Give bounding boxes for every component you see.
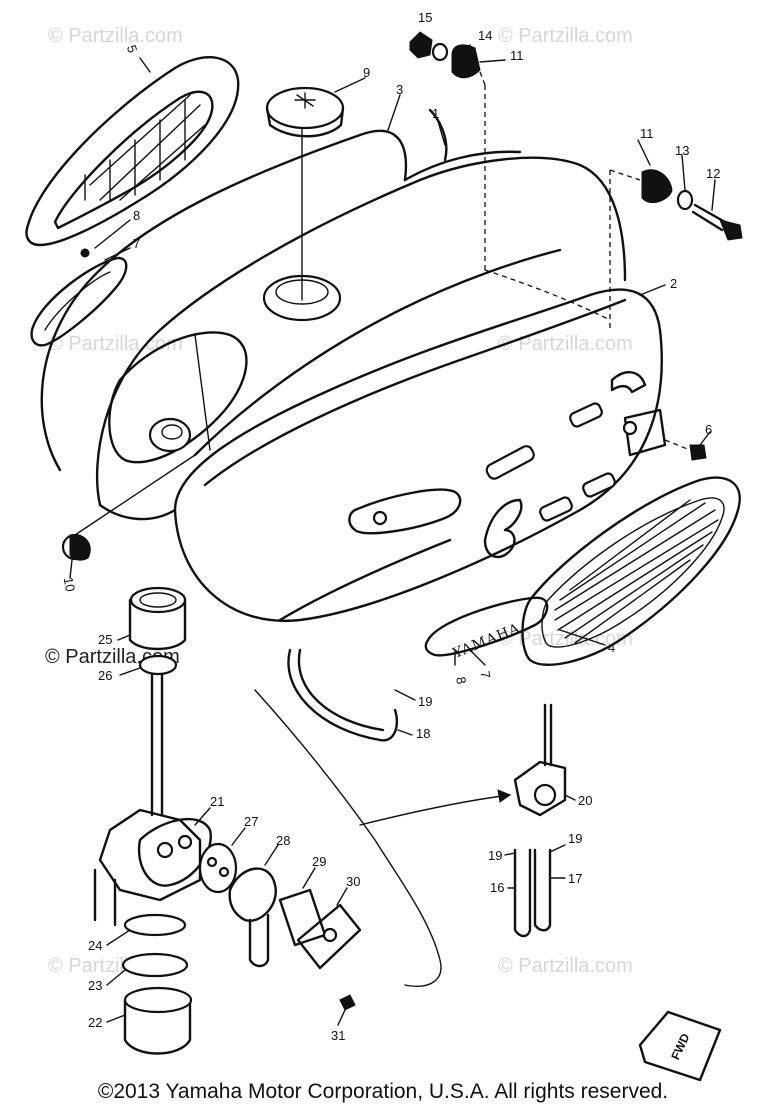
tank-right-panel <box>173 288 667 623</box>
callout-19: 19 <box>488 848 502 863</box>
callout-30: 30 <box>346 874 360 889</box>
watermark: © Partzilla.com <box>498 628 633 650</box>
callout-26: 26 <box>98 668 112 683</box>
plate-30 <box>296 903 362 970</box>
callout-23: 23 <box>88 978 102 993</box>
callouts: 5 9 3 1 15 14 11 11 13 12 2 8 7 6 10 4 7… <box>61 10 721 1043</box>
fuel-cup-assembly <box>121 913 193 1055</box>
watermark: © Partzilla.com <box>48 333 183 355</box>
callout-17: 17 <box>568 871 582 886</box>
callout-13: 13 <box>675 143 689 158</box>
callout-27: 27 <box>244 814 258 829</box>
watermark: © Partzilla.com <box>498 333 633 355</box>
divider-line <box>254 689 442 987</box>
plug-10 <box>61 454 196 561</box>
callout-4: 4 <box>608 640 615 655</box>
callout-22: 22 <box>88 1015 102 1030</box>
callout-19: 19 <box>418 694 432 709</box>
callout-7: 7 <box>477 670 493 680</box>
fwd-arrow: FWD <box>638 1010 722 1082</box>
callout-1: 1 <box>432 106 439 121</box>
callout-14: 14 <box>478 28 492 43</box>
callout-9: 9 <box>363 65 370 80</box>
callout-7: 7 <box>133 236 140 251</box>
rear-mount-top <box>409 31 486 86</box>
fuel-cap <box>265 86 345 301</box>
bolt-6 <box>689 444 707 461</box>
fwd-label: FWD <box>668 1031 692 1062</box>
watermarks: © Partzilla.com © Partzilla.com © Partzi… <box>45 25 633 977</box>
watermark: © Partzilla.com <box>48 25 183 47</box>
callout-18: 18 <box>416 726 430 741</box>
callout-12: 12 <box>706 166 720 181</box>
watermark: © Partzilla.com <box>498 25 633 47</box>
left-emblem <box>30 248 128 347</box>
left-knee-grip <box>25 56 240 247</box>
callout-31: 31 <box>331 1028 345 1043</box>
copyright-notice: ©2013 Yamaha Motor Corporation, U.S.A. A… <box>97 1080 669 1103</box>
leader-lines <box>69 44 716 1026</box>
callout-11: 11 <box>510 48 524 63</box>
callout-6: 6 <box>705 422 712 437</box>
hose-18 <box>287 648 399 742</box>
callout-10: 10 <box>61 576 78 593</box>
fuel-cock-21 <box>93 808 212 927</box>
tank-gasket <box>40 129 408 472</box>
callout-3: 3 <box>396 82 403 97</box>
callout-2: 2 <box>670 276 677 291</box>
lever-28 <box>228 867 277 968</box>
callout-8: 8 <box>453 676 469 686</box>
callout-5: 5 <box>124 43 141 55</box>
callout-24: 24 <box>88 938 102 953</box>
callout-25: 25 <box>98 632 112 647</box>
fuel-cock-20 <box>513 703 567 938</box>
callout-16: 16 <box>490 880 504 895</box>
gasket-27 <box>198 842 238 894</box>
callout-19: 19 <box>568 831 582 846</box>
side-mount <box>609 169 743 241</box>
callout-28: 28 <box>276 833 290 848</box>
right-knee-grip <box>521 476 741 666</box>
watermark: © Partzilla.com <box>498 955 633 977</box>
strainer-nut <box>128 586 187 817</box>
callout-20: 20 <box>578 793 592 808</box>
callout-15: 15 <box>418 10 432 25</box>
callout-29: 29 <box>312 854 326 869</box>
callout-11: 11 <box>640 126 654 141</box>
callout-21: 21 <box>210 794 224 809</box>
callout-8: 8 <box>133 208 140 223</box>
